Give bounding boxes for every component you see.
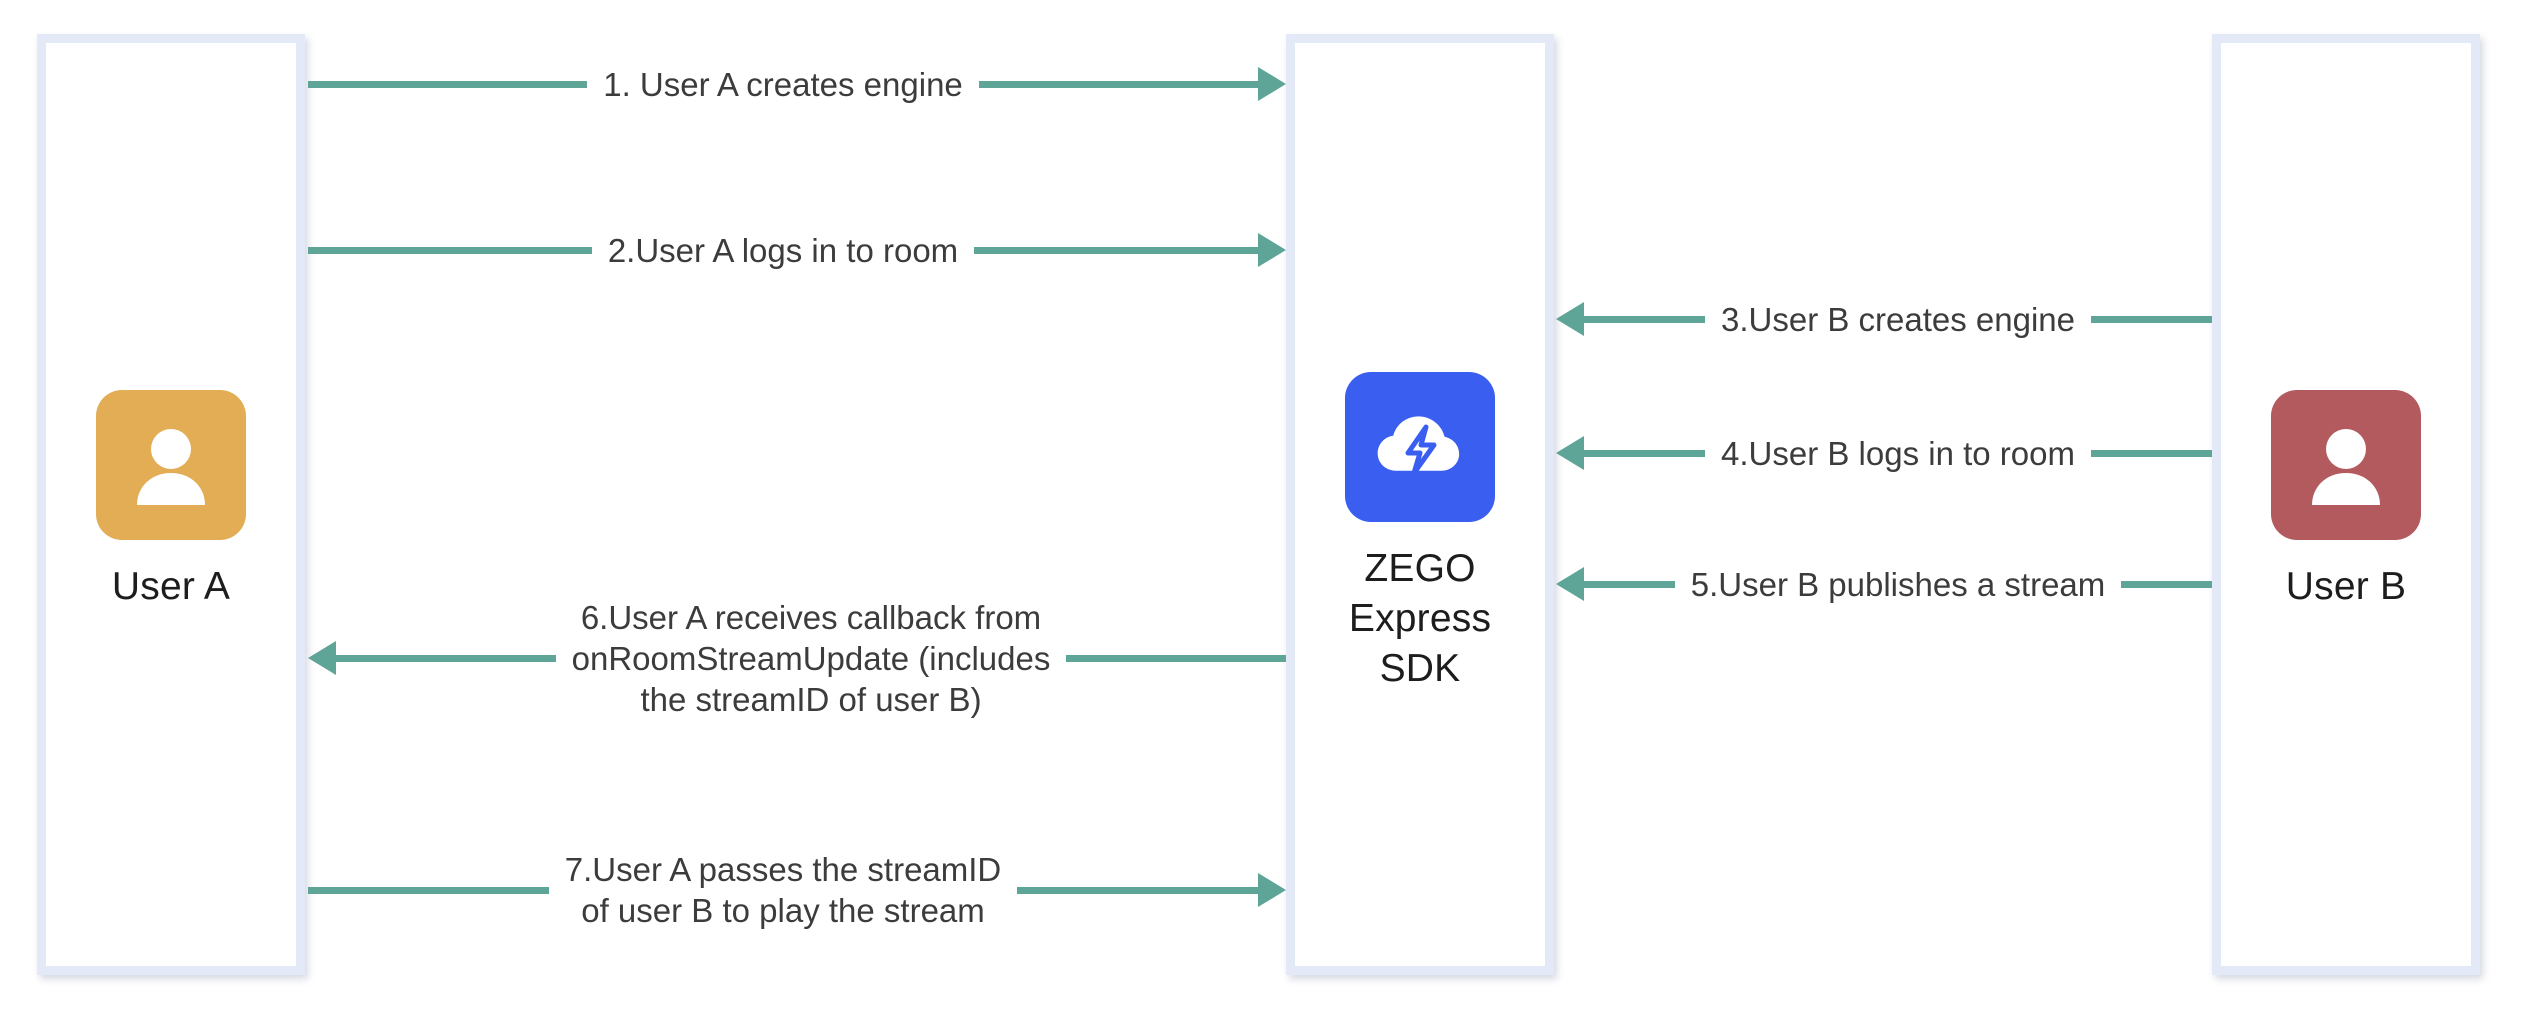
message-label-5: 5.User B publishes a stream <box>1690 565 2106 603</box>
arrow-head-right-icon <box>1258 67 1286 101</box>
arrow-line-segment <box>2121 580 2213 588</box>
arrow-line-segment <box>308 886 549 894</box>
message-label-7: 7.User A passes the streamID of user B t… <box>564 851 1002 929</box>
arrow-line-segment <box>1584 315 1705 323</box>
avatar-user-b <box>2271 390 2421 540</box>
arrow-line-segment <box>308 246 592 254</box>
arrow-line-segment <box>974 246 1258 254</box>
arrow-line-segment <box>1017 886 1258 894</box>
arrow-head-left-icon <box>1556 302 1584 336</box>
cloud-lightning-icon <box>1370 397 1470 497</box>
person-icon <box>123 417 219 513</box>
arrow-line-segment <box>2091 315 2212 323</box>
actor-user-b: User B <box>2212 390 2480 612</box>
actor-zego-express-sdk: ZEGO Express SDK <box>1286 372 1554 694</box>
actor-user-a: User A <box>37 390 305 612</box>
actor-caption-user-b: User B <box>2285 565 2407 608</box>
arrow-line-segment <box>336 654 556 662</box>
arrow-line-segment <box>2091 449 2213 457</box>
arrow-line-segment <box>1584 449 1706 457</box>
message-label-4: 4.User B logs in to room <box>1721 434 2075 472</box>
message-label-6: 6.User A receives callback from onRoomSt… <box>571 598 1051 718</box>
arrow-head-right-icon <box>1258 233 1286 267</box>
message-label-3: 3.User B creates engine <box>1720 300 2076 338</box>
actor-caption-zego-express-sdk: ZEGO Express SDK <box>1348 547 1492 690</box>
arrow-line-segment <box>978 80 1258 88</box>
arrow-line-segment <box>1584 580 1675 588</box>
actor-caption-user-a: User A <box>111 565 231 608</box>
avatar-user-a <box>96 390 246 540</box>
arrow-line-segment <box>1066 654 1286 662</box>
arrow-head-right-icon <box>1258 873 1286 907</box>
arrow-head-left-icon <box>308 641 336 675</box>
message-label-2: 2.User A logs in to room <box>607 231 959 269</box>
arrow-line-segment <box>308 80 588 88</box>
message-label-1: 1. User A creates engine <box>603 65 963 103</box>
person-icon <box>2298 417 2394 513</box>
arrow-head-left-icon <box>1556 436 1584 470</box>
avatar-zego-express-sdk <box>1345 372 1495 522</box>
arrow-head-left-icon <box>1556 567 1584 601</box>
